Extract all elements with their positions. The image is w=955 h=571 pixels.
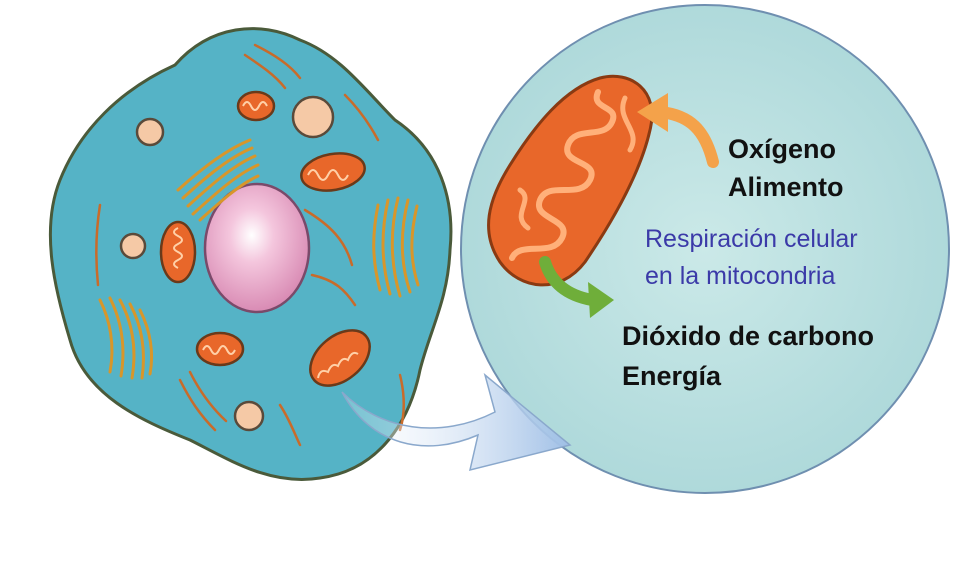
mitochondrion-cristae (517, 95, 636, 231)
label-energy: Energía (622, 361, 722, 391)
large-mitochondrion (487, 74, 654, 287)
vesicles (119, 95, 335, 432)
mitochondrion-cristae (509, 89, 617, 261)
vesicle (291, 95, 335, 139)
label-food: Alimento (728, 172, 844, 202)
input-arrow (637, 93, 719, 168)
golgi-apparatus (176, 138, 260, 222)
cell-mitochondria (159, 90, 371, 387)
mitochondrion (195, 331, 245, 367)
mitochondrion (300, 152, 366, 192)
golgi-apparatus (98, 296, 154, 380)
vesicle (135, 117, 165, 147)
nucleus (203, 182, 311, 314)
mitochondrion (159, 220, 197, 284)
label-co2: Dióxido de carbono (622, 321, 874, 351)
mitochondrion (236, 90, 276, 122)
label-process-line2: en la mitocondria (645, 262, 835, 290)
mitochondrion (309, 329, 371, 387)
zoom-arrow (341, 372, 572, 472)
vesicle (119, 232, 147, 260)
label-oxygen: Oxígeno (728, 134, 836, 164)
animal-cell (48, 27, 453, 481)
label-process-line1: Respiración celular (645, 225, 858, 253)
endoplasmic-strands (95, 43, 405, 447)
output-arrow (539, 256, 614, 318)
vesicle (233, 400, 265, 432)
golgi-apparatus (372, 196, 420, 298)
